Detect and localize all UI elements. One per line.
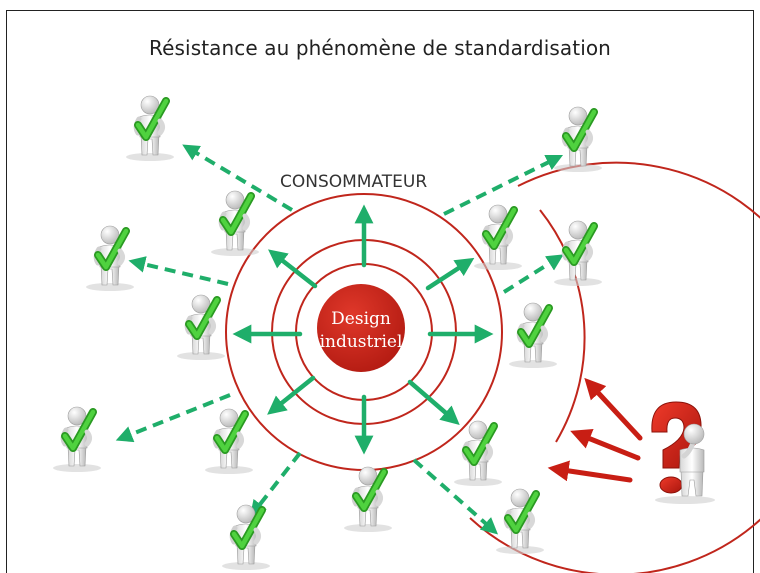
arrow-down-left: [267, 375, 316, 415]
consumer-figure: [86, 226, 134, 291]
consumer-figure: [126, 96, 174, 161]
spiral-outer-arc: [539, 209, 586, 443]
consumer-figure: [222, 505, 270, 570]
consumer-figure: [211, 191, 259, 256]
consumer-figure: [177, 295, 225, 360]
resist-arrow-3: [547, 460, 633, 483]
slide-frame: [6, 10, 754, 573]
consumer-figure: [509, 303, 557, 368]
dashed-arrow-4: [249, 451, 302, 518]
slide-title: Résistance au phénomène de standardisati…: [149, 36, 611, 60]
consumer-figure: [554, 107, 602, 172]
resist-arrow-2: [570, 428, 641, 461]
ring-label-consommateur: CONSOMMATEUR: [280, 172, 428, 192]
dashed-arrow-7: [502, 254, 564, 294]
dashed-arrow-2: [128, 256, 229, 286]
resist-arrow-1: [584, 377, 643, 441]
solid-arrows: [232, 204, 494, 455]
dashed-arrow-3: [115, 393, 231, 443]
consumer-figure: [53, 407, 101, 472]
core-line-2: industriel: [320, 332, 403, 352]
dashed-arrow-1: [182, 144, 294, 212]
core-line-1: Design: [331, 309, 391, 329]
arrow-up-right: [425, 257, 475, 291]
resistance-arrows: [547, 377, 643, 483]
dashed-arrows: [115, 144, 564, 535]
dashed-arrow-6: [443, 154, 564, 216]
arrow-up-left: [268, 249, 318, 289]
resister-question-mark: [651, 401, 715, 504]
ring-4-arc: [469, 161, 760, 573]
arrow-down-right: [407, 379, 460, 425]
core-design-industriel: Design industriel: [317, 284, 405, 372]
consumer-figure: [344, 467, 392, 532]
consumer-figure: [554, 221, 602, 286]
consumer-figure: [205, 409, 253, 474]
